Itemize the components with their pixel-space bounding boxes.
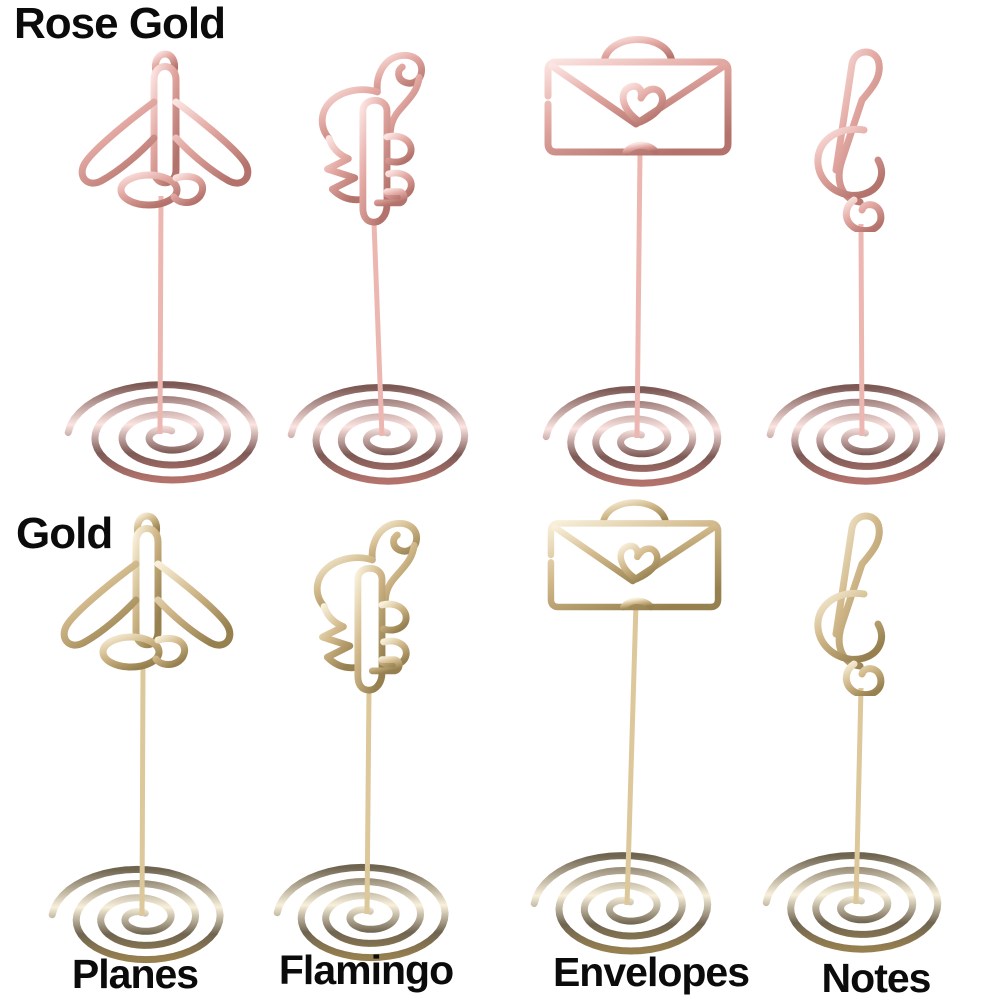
spiral-base	[542, 385, 722, 487]
column-label-notes: Notes	[821, 955, 932, 1000]
stem	[371, 221, 385, 437]
holder-rose-plane	[64, 54, 259, 484]
column-label-planes: Planes	[71, 951, 199, 997]
stem	[634, 151, 643, 439]
envelope-clip-icon	[548, 40, 728, 153]
stem	[139, 667, 146, 917]
stem	[858, 223, 865, 437]
holder-gold-envelope	[530, 503, 718, 955]
spiral-base	[766, 383, 946, 485]
spiral-base	[273, 863, 449, 962]
envelope-clip-icon	[551, 503, 718, 607]
row-label-gold: Gold	[16, 509, 113, 558]
column-label-flamingo: Flamingo	[278, 947, 454, 993]
flamingo-clip-icon	[322, 55, 421, 222]
music-note-clip-icon	[818, 516, 882, 695]
stem	[364, 689, 372, 915]
holder-rose-music-note	[766, 52, 946, 485]
row-gold	[48, 503, 942, 964]
row-rose-gold	[64, 40, 946, 487]
stem	[624, 603, 639, 906]
row-label-rose-gold: Rose Gold	[14, 0, 226, 48]
holder-rose-envelope	[542, 40, 728, 487]
spiral-base	[287, 383, 469, 485]
plane-clip-icon	[82, 54, 248, 205]
music-note-clip-icon	[818, 52, 882, 231]
stem	[853, 687, 864, 905]
holder-gold-music-note	[762, 516, 942, 953]
column-label-envelopes: Envelopes	[552, 949, 750, 995]
spiral-base	[530, 852, 712, 955]
spiral-base	[64, 381, 259, 484]
holder-gold-flamingo	[273, 523, 449, 962]
flamingo-clip-icon	[317, 523, 416, 690]
holder-rose-flamingo	[287, 55, 469, 485]
spiral-base	[762, 851, 942, 953]
spiral-base	[48, 865, 224, 964]
stem	[157, 195, 164, 435]
holder-gold-plane	[48, 516, 230, 964]
